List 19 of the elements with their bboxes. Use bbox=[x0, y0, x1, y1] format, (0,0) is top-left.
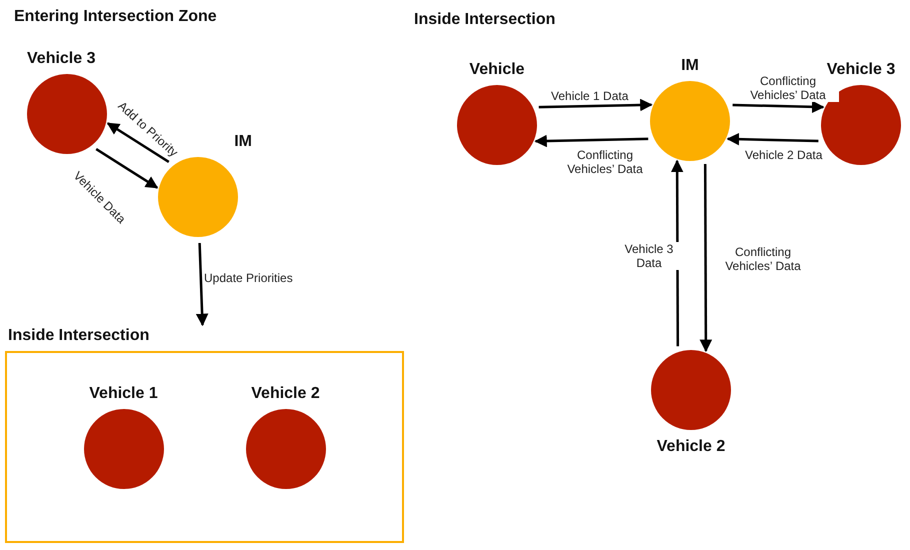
edge-label: Vehicle 1 Data bbox=[550, 89, 630, 103]
arrow bbox=[700, 164, 712, 352]
node-title: Vehicle 3 bbox=[27, 50, 96, 69]
arrow bbox=[732, 100, 824, 114]
panel-heading: Entering Intersection Zone bbox=[14, 8, 217, 26]
arrow bbox=[106, 122, 170, 163]
arrow bbox=[534, 134, 648, 148]
node-title: IM bbox=[680, 57, 700, 76]
arrow bbox=[96, 148, 158, 189]
node-title: Inside Intersection bbox=[8, 327, 150, 346]
arrow bbox=[726, 132, 818, 146]
node-title: Vehicle 2 bbox=[250, 385, 321, 404]
arrow bbox=[196, 242, 208, 326]
node-title: Vehicle 1 bbox=[88, 385, 159, 404]
node-title: Vehicle bbox=[468, 61, 526, 80]
node-title: Vehicle 2 bbox=[656, 438, 726, 457]
arrow bbox=[538, 98, 653, 112]
edge-label: Vehicle 2 Data bbox=[744, 148, 824, 162]
panel-heading: Inside Intersection bbox=[414, 11, 556, 29]
